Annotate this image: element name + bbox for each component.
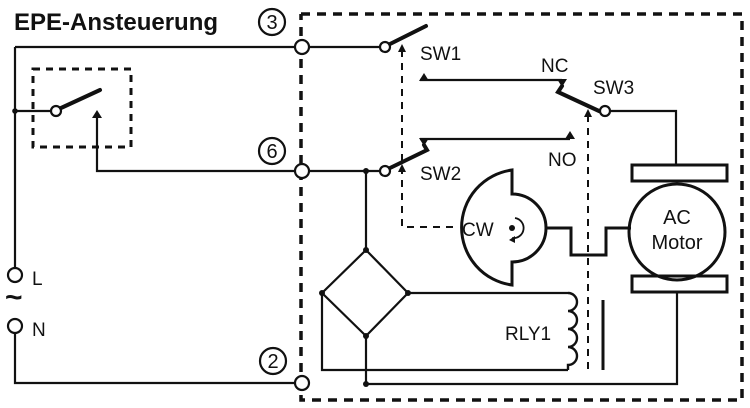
svg-text:NO: NO <box>548 150 577 171</box>
svg-text:N: N <box>32 320 46 341</box>
module-boundary <box>299 12 744 402</box>
contact-nc: NC <box>419 56 568 87</box>
epe-switch <box>49 88 301 173</box>
svg-text:6: 6 <box>266 141 277 163</box>
relay-rly1: RLY1 <box>505 291 605 370</box>
supply-terminal-N: N <box>6 317 46 341</box>
switch-sw3: SW3 <box>555 78 678 165</box>
pin-6-label: 6 <box>257 136 287 166</box>
switch-sw2: SW2 <box>309 143 461 185</box>
bridge-rectifier <box>319 171 568 387</box>
switch-sw1: SW1 <box>378 24 461 65</box>
supply-terminal-L: L <box>6 266 43 290</box>
svg-text:SW1: SW1 <box>420 44 461 65</box>
svg-text:NC: NC <box>541 56 568 77</box>
wire-neutral <box>13 333 301 385</box>
cam-cw: CW <box>460 168 631 287</box>
svg-text:L: L <box>32 269 43 290</box>
terminal-pin-3 <box>293 38 311 56</box>
terminal-pin-2 <box>293 374 311 392</box>
svg-text:SW3: SW3 <box>593 78 634 99</box>
ac-motor: AC Motor <box>366 163 729 386</box>
contact-no: NO <box>419 131 577 171</box>
svg-text:RLY1: RLY1 <box>505 324 551 345</box>
svg-text:2: 2 <box>267 351 278 373</box>
epe-switch-boundary <box>31 67 133 149</box>
svg-text:SW2: SW2 <box>420 164 461 185</box>
svg-text:CW: CW <box>462 220 494 241</box>
svg-text:AC: AC <box>663 207 691 229</box>
pin-2-label: 2 <box>258 346 288 376</box>
pin-3-label: 3 <box>257 7 287 37</box>
diagram-title: EPE-Ansteuerung <box>14 9 218 36</box>
svg-text:3: 3 <box>266 12 277 34</box>
cam-linkage-sw1-sw2 <box>401 50 455 228</box>
svg-text:Motor: Motor <box>651 232 702 254</box>
ac-symbol: ~ <box>5 281 23 314</box>
terminal-pin-6 <box>293 162 311 180</box>
